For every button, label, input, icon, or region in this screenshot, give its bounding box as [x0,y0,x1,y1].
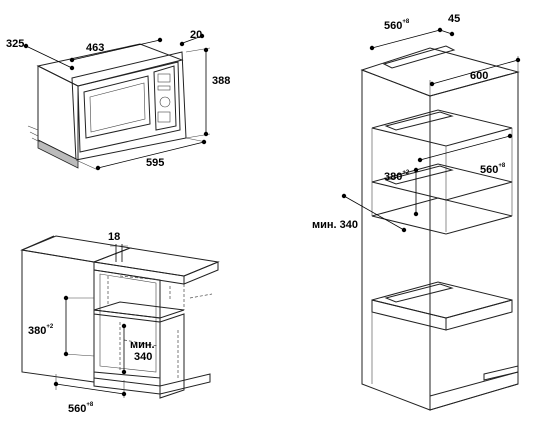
niche-drawing: 18 380+2 мин. 340 560+8 [20,231,220,415]
min-prefix: мин. [130,339,155,351]
inner-width-label: 463 [86,42,104,54]
height-label: 388 [212,75,230,87]
niche-depth-label: 560 [480,164,498,176]
frame-offset-label: 20 [190,29,202,41]
niche-height-tol: +2 [46,324,54,330]
svg-text:560+8: 560+8 [68,402,94,415]
top-width-tol: +8 [402,19,410,25]
niche-width-tol: +8 [86,402,94,408]
offset-label: 18 [108,231,120,243]
svg-text:560+8: 560+8 [384,19,410,32]
microwave-drawing: 325 463 20 388 595 [6,29,230,171]
min-340-label: мин. 340 [312,219,358,231]
svg-text:380+2: 380+2 [28,324,54,337]
depth-label: 325 [6,38,24,50]
cabinet-width-label: 600 [470,70,488,82]
niche-depth-tol: +8 [498,163,506,169]
tall-cabinet-drawing: 560+8 45 600 560+8 380+2 мин. 340 [312,13,521,411]
niche-height-label: 380 [28,325,46,337]
niche-height-right-label: 380 [384,171,402,183]
niche-width-label: 560 [68,403,86,415]
svg-text:380+2: 380+2 [384,170,410,183]
width-label: 595 [146,157,164,169]
niche-height-right-tol: +2 [402,170,410,176]
top-width-label: 560 [384,20,402,32]
svg-text:560+8: 560+8 [480,163,506,176]
top-depth-label: 45 [448,13,460,25]
min-value: 340 [134,351,152,363]
